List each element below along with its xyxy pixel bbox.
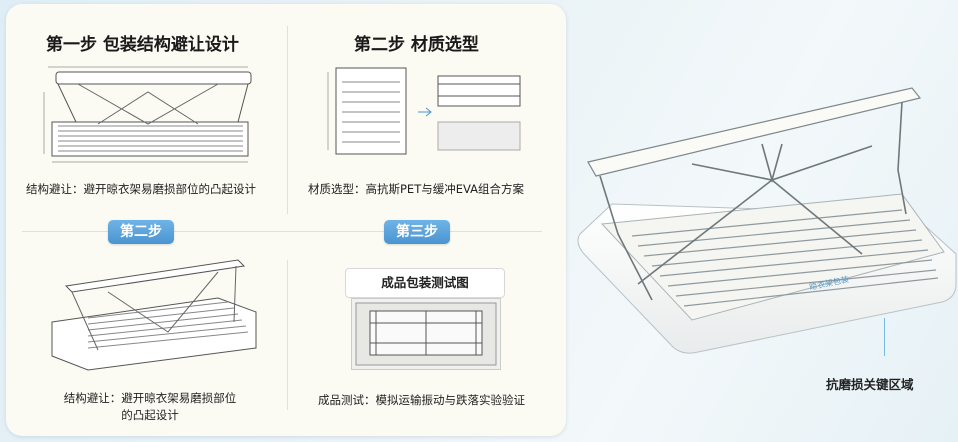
step3-caption-line1: 结构避让：避开晾衣架易磨损部位: [63, 391, 237, 405]
step1-caption: 结构避让：避开晾衣架易磨损部位的凸起设计: [26, 182, 256, 196]
step1-rack-drawing: [43, 66, 252, 163]
test-photo-title: 成品包装测试图: [345, 268, 505, 298]
hero-rack-render: 晾衣架包装: [577, 87, 957, 354]
step1-heading: 第一步 包装结构避让设计: [46, 35, 239, 55]
column-divider: [287, 26, 288, 214]
test-photo: [351, 298, 501, 370]
region-leader-line: [884, 318, 885, 356]
region-label: 抗磨损关键区域: [826, 377, 914, 392]
row-divider: [22, 231, 542, 232]
step3-rack-drawing: [51, 259, 257, 371]
step2-material-drawing: [327, 67, 521, 155]
column-divider-lower: [287, 260, 288, 410]
step-badge-right: 第三步: [384, 220, 450, 244]
step2-heading: 第二步 材质选型: [354, 35, 479, 55]
test-photo-drawing: [355, 302, 497, 366]
step2-caption: 材质选型：高抗斯PET与缓冲EVA组合方案: [308, 182, 524, 196]
step3-caption-line2: 的凸起设计: [121, 408, 179, 422]
step4-caption: 成品测试：模拟运输振动与跌落实验验证: [318, 393, 525, 407]
step3-caption: 结构避让：避开晾衣架易磨损部位 的凸起设计: [40, 390, 260, 424]
step-badge-left: 第二步: [108, 220, 174, 244]
